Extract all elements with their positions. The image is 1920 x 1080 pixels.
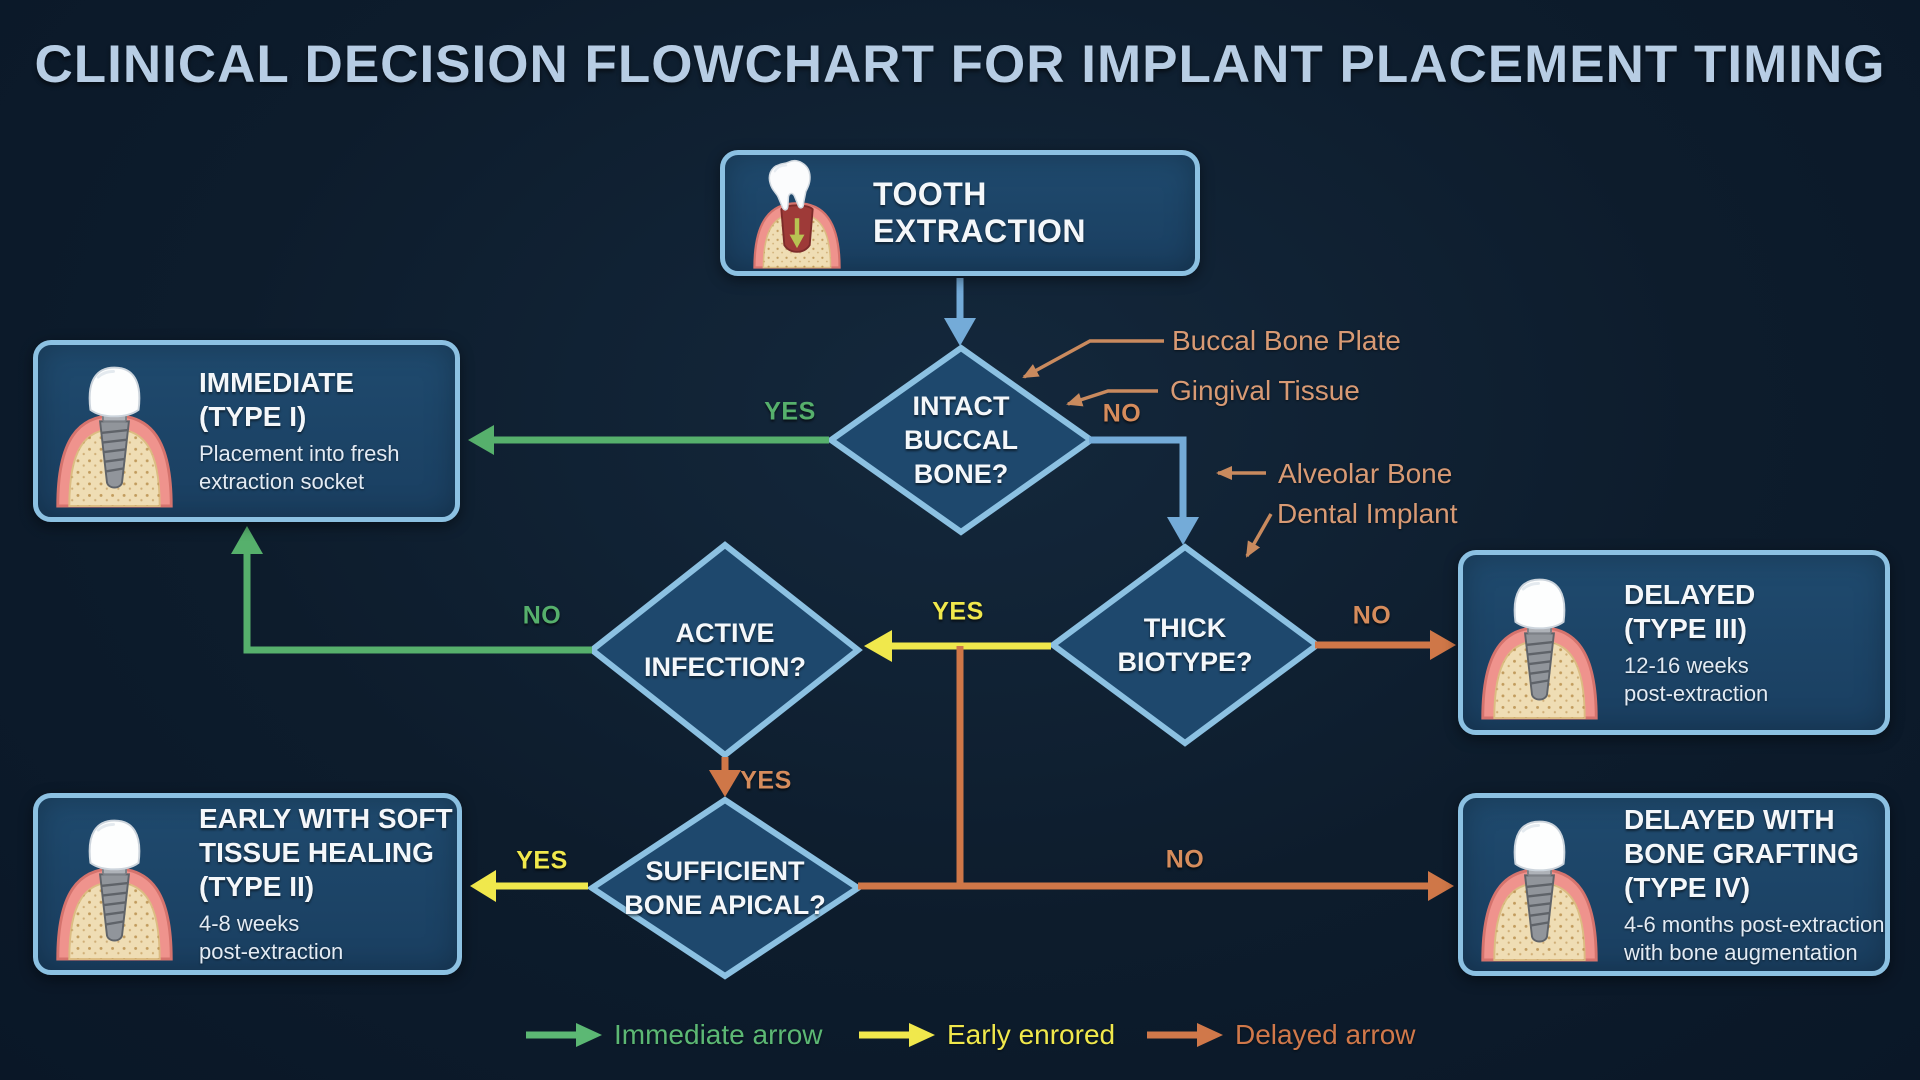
edge-label-thick-no: NO (1352, 601, 1392, 630)
start-node-label: TOOTH EXTRACTION (873, 176, 1086, 249)
decision-shapes (586, 344, 1323, 980)
arrowhead-right-icon (1430, 630, 1456, 660)
arrowhead-down-icon (944, 318, 976, 346)
decision-active-infection-label: ACTIVE INFECTION? (644, 618, 806, 682)
edge-intact-yes-to-type1 (468, 425, 829, 455)
edge-thick-no-to-type3 (1315, 630, 1456, 660)
outcome-type1-title: IMMEDIATE (TYPE I) (199, 367, 355, 432)
dental-implant-leader (1245, 513, 1273, 558)
arrowhead-down-icon (709, 770, 741, 797)
extracted-tooth-socket-icon (747, 157, 847, 269)
legend-item-delayed: Delayed arrow (1145, 1018, 1416, 1052)
edge-label-intact-yes: YES (764, 397, 816, 426)
outcome-type3-title: DELAYED (TYPE III) (1624, 578, 1756, 644)
annotation-alveolar-bone: Alveolar Bone (1278, 458, 1453, 489)
arrowhead-left-icon (864, 630, 892, 662)
outcome-type4-title: DELAYED WITH BONE GRAFTING (TYPE IV) (1624, 803, 1859, 903)
outcome-type2-title: EARLY WITH SOFT TISSUE HEALING (TYPE II) (199, 803, 453, 902)
arrowhead-down-icon (1167, 517, 1199, 545)
legend-item-immediate: Immediate arrow (524, 1018, 823, 1052)
dental-implant-icon (1477, 808, 1602, 962)
edge-label-active-no: NO (522, 601, 562, 630)
legend-item-early: Early enrored (857, 1018, 1115, 1052)
arrowhead-left-icon (470, 870, 496, 902)
yellow-arrow-icon (859, 1023, 935, 1047)
start-node-tooth-extraction: TOOTH EXTRACTION (720, 150, 1200, 276)
outcome-type1-box: IMMEDIATE (TYPE I) Placement into fresh … (33, 340, 460, 522)
annotation-dental-implant: Dental Implant (1277, 498, 1458, 529)
edge-sufficient-yes-to-type2 (470, 870, 588, 902)
outcome-type1-desc: Placement into fresh extraction socket (199, 441, 400, 494)
outcome-type3-box: DELAYED (TYPE III) 12-16 weeks post-extr… (1458, 550, 1890, 735)
decision-sufficient-bone-apical-label: SUFFICIENT BONE APICAL? (624, 856, 826, 920)
buccal-bone-plate-leader (1022, 339, 1164, 379)
edge-thick-yes-to-active (864, 630, 1051, 662)
arrowhead-up-icon (231, 526, 263, 554)
edge-label-active-yes: YES (740, 766, 792, 795)
outcome-type2-box: EARLY WITH SOFT TISSUE HEALING (TYPE II)… (33, 793, 462, 975)
outcome-type3-desc: 12-16 weeks post-extraction (1624, 652, 1769, 706)
legend-label-early: Early enrored (947, 1019, 1116, 1050)
edge-label-sufficient-no: NO (1165, 845, 1205, 874)
legend: Immediate arrow Early enrored Delayed ar… (0, 1018, 1920, 1058)
edge-label-sufficient-yes: YES (516, 846, 568, 875)
decision-active-infection-shape (587, 541, 863, 759)
dental-implant-icon (1477, 566, 1602, 720)
decision-thick-biotype-label: THICK BIOTYPE? (1117, 613, 1253, 677)
edge-intact-no-to-thick (1089, 436, 1199, 545)
orange-arrow-icon (1147, 1023, 1223, 1047)
edge-extraction-to-intact (944, 278, 976, 346)
arrowhead-right-icon (1428, 871, 1454, 901)
edge-sufficient-no-to-type4 (858, 646, 1454, 901)
edge-active-no-to-type1 (231, 526, 592, 654)
annotation-leader-lines (1022, 339, 1273, 558)
edge-label-thick-yes: YES (932, 597, 984, 626)
legend-label-immediate: Immediate arrow (614, 1019, 823, 1050)
outcome-type4-box: DELAYED WITH BONE GRAFTING (TYPE IV) 4-6… (1458, 793, 1890, 976)
dental-implant-icon (52, 354, 177, 508)
arrowhead-left-icon (468, 425, 494, 455)
dental-implant-icon (52, 807, 177, 961)
legend-label-delayed: Delayed arrow (1235, 1019, 1416, 1050)
page-title: CLINICAL DECISION FLOWCHART FOR IMPLANT … (34, 35, 1886, 94)
annotation-buccal-bone-plate: Buccal Bone Plate (1172, 325, 1401, 356)
decision-intact-buccal-bone-shape (825, 344, 1097, 536)
annotation-gingival-tissue: Gingival Tissue (1170, 375, 1360, 406)
outcome-type2-desc: 4-8 weeks post-extraction (199, 911, 344, 964)
edge-label-intact-no: NO (1102, 399, 1142, 428)
edge-active-yes-to-sufficient (709, 757, 741, 797)
green-arrow-icon (526, 1023, 602, 1047)
decision-intact-buccal-bone-label: INTACT BUCCAL BONE? (904, 391, 1018, 489)
gingival-tissue-leader (1066, 389, 1158, 407)
decision-thick-biotype-shape (1047, 543, 1323, 747)
decision-sufficient-bone-apical-shape (586, 796, 864, 980)
outcome-type4-desc: 4-6 months post-extraction with bone aug… (1624, 911, 1885, 965)
